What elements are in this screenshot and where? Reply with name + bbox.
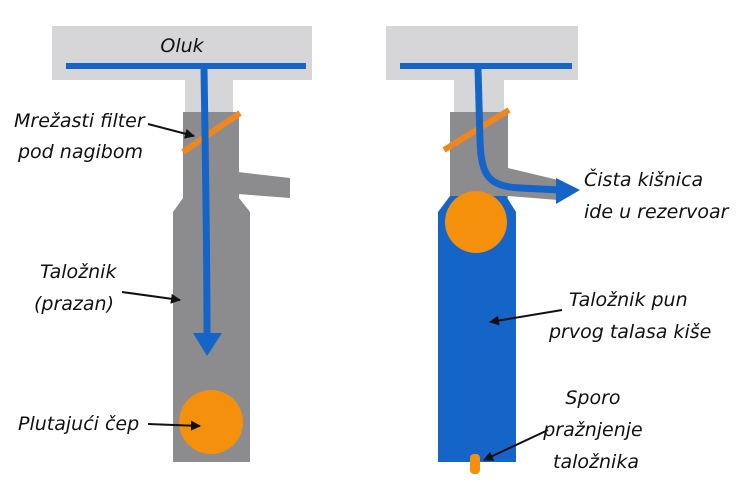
left-mesh-filter <box>181 110 242 155</box>
left-tank-pointer-arrow <box>121 291 181 304</box>
right-tank-label: Taložnik pun prvog talasa kiše <box>548 289 711 343</box>
left-downpipe <box>185 80 233 112</box>
left-tank <box>173 198 250 462</box>
right-float-ball <box>445 191 507 253</box>
filter-pointer-arrow <box>147 123 195 139</box>
float-label: Plutajući čep <box>18 413 139 435</box>
right-tank-full <box>438 196 516 462</box>
filter-label: Mrežasti filter pod nagibom <box>14 110 151 163</box>
outlet-label: Čista kišnica ide u rezervoar <box>584 167 730 223</box>
left-water-flow <box>66 63 306 356</box>
right-tank-pointer-arrow <box>489 309 563 326</box>
right-water-arrowhead <box>556 178 580 204</box>
gutter-label: Oluk <box>160 35 204 57</box>
drain-label: Sporo pražnjenje taložnika <box>542 387 649 473</box>
right-drain-nozzle <box>470 454 480 474</box>
right-gutter <box>386 26 578 80</box>
float-pointer-arrow <box>147 420 201 431</box>
left-tank-label: Taložnik (prazan) <box>34 261 123 315</box>
right-water-flow <box>400 63 580 204</box>
left-panel: Oluk Mrežasti filter pod nagibom Taložni… <box>14 26 312 462</box>
left-water-arrowhead <box>193 333 222 356</box>
left-upper-pipe <box>183 112 239 200</box>
drain-pointer-arrow <box>483 429 549 461</box>
left-gutter <box>52 26 312 80</box>
right-panel: Čista kišnica ide u rezervoar Taložnik p… <box>386 26 730 474</box>
right-side-outlet <box>508 168 558 200</box>
left-side-outlet <box>238 172 290 198</box>
left-float-ball <box>179 390 243 454</box>
